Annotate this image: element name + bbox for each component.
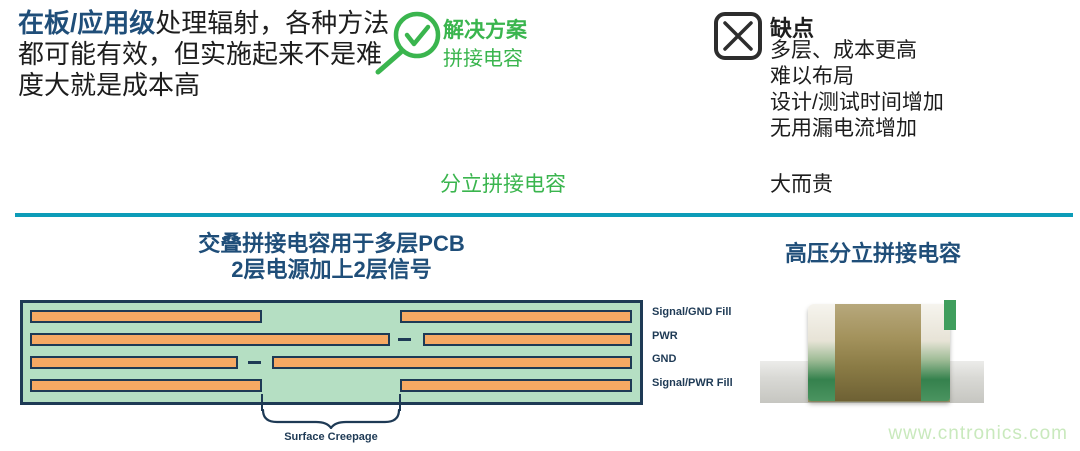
layer-label-signal-pwr: Signal/PWR Fill xyxy=(652,377,733,389)
capacitor-photo-green-edge xyxy=(944,300,956,330)
capacitor-ceramic-body xyxy=(835,304,921,401)
problem-highlight: 在板/应用级 xyxy=(18,8,156,38)
watermark: www.cntronics.com xyxy=(888,423,1068,444)
drawback-option-label: 大而贵 xyxy=(770,173,833,196)
discrete-section-title: 高压分立拼接电容 xyxy=(784,241,961,266)
section-divider xyxy=(15,213,1073,217)
capacitor-body-photo xyxy=(808,304,950,401)
pcb-layer-bar xyxy=(30,379,262,392)
overlap-title-line1: 交叠拼接电容用于多层PCB xyxy=(198,231,465,256)
drawback-item: 难以布局 xyxy=(770,65,854,88)
pcb-layer-bar xyxy=(30,333,390,346)
drawback-list: 多层、成本更高 难以布局 设计/测试时间增加 无用漏电流增加 xyxy=(770,38,944,142)
capacitor-left-termination xyxy=(808,304,835,401)
layer-label-gnd: GND xyxy=(652,353,677,365)
problem-body: 处理辐射，各种方法都可能有效，但实施起来不是难度大就是成本高 xyxy=(18,8,390,100)
solution-option-label: 分立拼接电容 xyxy=(440,173,566,196)
creepage-brace xyxy=(261,408,401,430)
pcb-layer-dash xyxy=(398,338,411,341)
x-box-icon xyxy=(713,11,763,61)
overlap-section-title: 交叠拼接电容用于多层PCB 2层电源加上2层信号 xyxy=(20,231,643,283)
drawback-title: 缺点 xyxy=(770,16,815,41)
drawback-item: 设计/测试时间增加 xyxy=(770,91,944,114)
pcb-layer-bar xyxy=(30,356,238,369)
pcb-layer-bar xyxy=(272,356,632,369)
drawback-item: 无用漏电流增加 xyxy=(770,117,917,140)
pcb-layer-bar xyxy=(400,310,632,323)
creepage-tick xyxy=(261,394,263,411)
creepage-tick xyxy=(399,394,401,411)
overlap-title-line2: 2层电源加上2层信号 xyxy=(231,257,432,282)
solution-subtitle: 拼接电容 xyxy=(443,48,523,70)
layer-label-signal-gnd: Signal/GND Fill xyxy=(652,306,732,318)
pcb-layer-bar xyxy=(30,310,262,323)
capacitor-photo xyxy=(760,300,984,403)
pcb-layer-dash xyxy=(248,361,261,364)
pcb-cross-section-diagram: Surface Creepage xyxy=(20,300,643,450)
creepage-label: Surface Creepage xyxy=(284,431,378,443)
drawback-item: 多层、成本更高 xyxy=(770,39,917,62)
solution-title: 解决方案 xyxy=(443,19,527,42)
problem-statement: 在板/应用级处理辐射，各种方法都可能有效，但实施起来不是难度大就是成本高 xyxy=(18,8,392,101)
magnifier-check-icon xyxy=(374,3,446,79)
pcb-layer-bar xyxy=(400,379,632,392)
layer-label-pwr: PWR xyxy=(652,330,678,342)
pcb-layer-bar xyxy=(423,333,632,346)
